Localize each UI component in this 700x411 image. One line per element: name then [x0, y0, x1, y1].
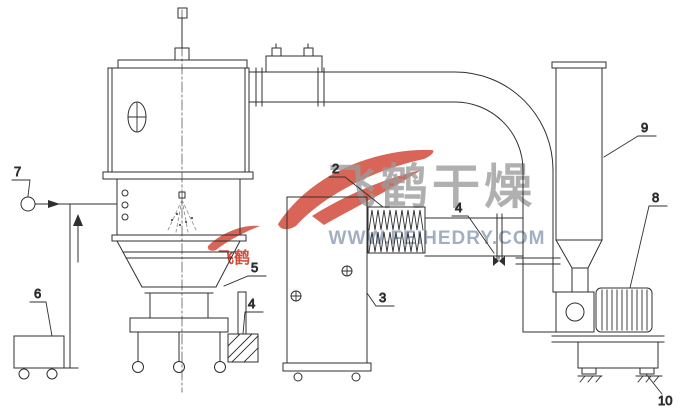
- mid-chamber-walls: [116, 178, 241, 236]
- control-cabinet: [282, 196, 372, 382]
- vessel-flange-upper: [102, 171, 254, 180]
- leader-line-4-left: [242, 311, 264, 335]
- watermark: 飞鹤干燥 WWW.FEIHEDRY.COM 飞鹤: [207, 149, 546, 267]
- vessel-inner-walls: [111, 67, 246, 173]
- part-label-3: 3: [379, 290, 386, 305]
- pipe-bend: [454, 71, 554, 171]
- bowl-cart: [129, 292, 229, 373]
- air-inlet: [20, 196, 118, 369]
- flow-arrow-up-icon: [73, 214, 83, 226]
- down-pipe: [515, 169, 561, 333]
- leader-line-2: [328, 176, 384, 208]
- trolley: [13, 335, 65, 380]
- part-label-9: 9: [641, 120, 648, 135]
- part-label-5: 5: [251, 260, 258, 275]
- leader-line-7: [11, 179, 31, 197]
- leader-line-8: [629, 205, 668, 289]
- flow-arrow-right-icon: [48, 200, 60, 208]
- cabinet-wheel: [293, 372, 303, 382]
- caster-wheel: [132, 361, 144, 373]
- supply-duct: [424, 213, 524, 261]
- leader-line-3: [366, 292, 395, 307]
- inlet-port: [20, 196, 36, 212]
- brand-logo-swoosh-icon: [278, 149, 434, 230]
- duct-damper-box: [265, 55, 323, 73]
- part-label-2: 2: [332, 161, 339, 176]
- heater-coil: [367, 206, 426, 254]
- part-label-6: 6: [34, 286, 41, 301]
- part-label-4-right: 4: [455, 200, 462, 215]
- part-label-8: 8: [652, 190, 659, 205]
- machine-base: [551, 335, 665, 383]
- vessel-top-plate: [117, 59, 248, 69]
- caster-wheel: [214, 361, 226, 373]
- machine-drawing: [13, 7, 665, 393]
- fan-casing: [555, 291, 595, 333]
- product-bowl: [116, 240, 241, 294]
- small-logo-swoosh-icon: [207, 225, 260, 251]
- fan-inlet-eye: [565, 302, 585, 322]
- duct-valve: [493, 255, 505, 266]
- part-callouts: 7 6 5 4 2 3 4 9 8 10: [11, 120, 673, 408]
- clamp-knobs: [121, 189, 129, 221]
- part-label-4-left: 4: [248, 296, 255, 311]
- watermark-brand-small-text: 飞鹤: [218, 248, 250, 267]
- part-label-10: 10: [658, 393, 672, 408]
- trolley-wheel: [46, 368, 58, 380]
- leader-line-9: [603, 135, 657, 158]
- exhaust-duct: [248, 43, 456, 107]
- cyclone-column: [551, 61, 607, 293]
- leader-line-6: [29, 301, 53, 337]
- trolley-wheel: [18, 368, 30, 380]
- watermark-website-text: WWW.FEIHEDRY.COM: [329, 228, 546, 249]
- spray-nozzle: [167, 191, 197, 233]
- cabinet-wheel: [351, 372, 361, 382]
- inlet-support: [63, 203, 79, 369]
- caster-wheel: [173, 361, 185, 373]
- vessel-flange-lower: [111, 234, 247, 242]
- leader-line-4-right: [451, 215, 495, 254]
- sight-glass: [127, 101, 147, 133]
- leader-line-5: [223, 275, 267, 287]
- part-label-7: 7: [14, 164, 21, 179]
- leader-line-10: [645, 373, 663, 395]
- vessel-body: [107, 67, 250, 173]
- fan-motor: [595, 287, 653, 333]
- watermark-brand-text: 飞鹤干燥: [328, 161, 536, 214]
